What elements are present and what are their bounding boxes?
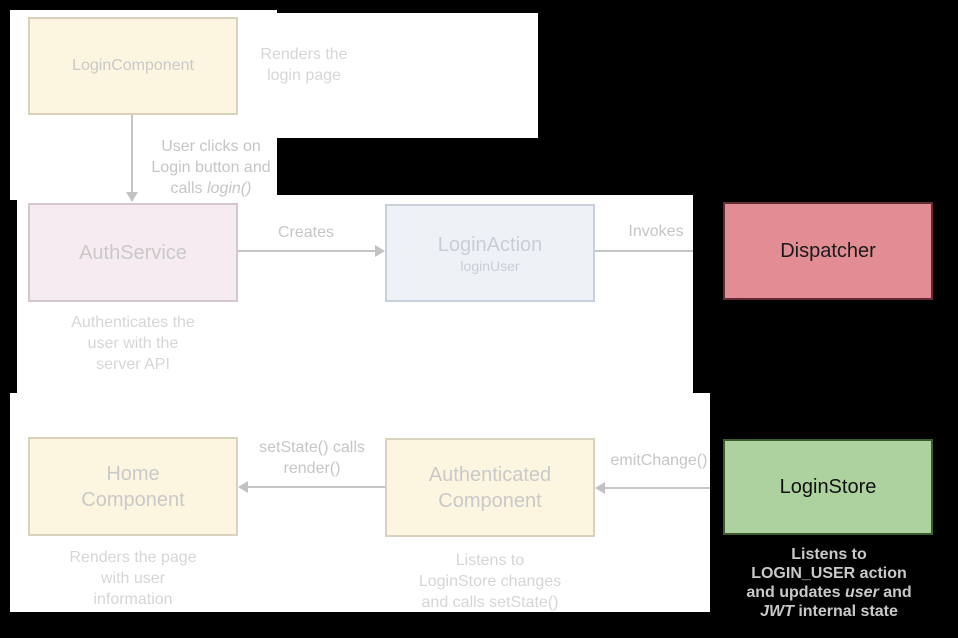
node-auth-service: AuthService xyxy=(28,203,238,302)
node-login-store: LoginStore xyxy=(723,439,933,535)
caption-listens-changes: Listens to LoginStore changes and calls … xyxy=(418,552,562,611)
edge-label-setstate: setState() calls render() xyxy=(259,439,365,477)
node-authenticated-component: Authenticated Component xyxy=(385,438,595,537)
arrow-store-to-authenticated-line xyxy=(604,487,710,489)
panel-top-middle xyxy=(277,13,538,138)
arrow-authenticated-to-home-head xyxy=(238,481,248,493)
caption-renders-login-page: Renders the login page xyxy=(260,46,348,84)
node-dispatcher: Dispatcher xyxy=(723,202,933,300)
edge-label-creates: Creates xyxy=(277,224,335,241)
arrow-auth-to-action-line xyxy=(238,250,376,252)
node-login-component-label: LoginComponent xyxy=(72,57,194,74)
node-login-action-sublabel: loginUser xyxy=(460,258,520,274)
node-auth-service-label: AuthService xyxy=(79,241,187,264)
arrow-auth-to-action-head xyxy=(375,245,385,257)
node-authenticated-component-label: Authenticated Component xyxy=(428,463,552,512)
node-dispatcher-label: Dispatcher xyxy=(780,240,876,262)
edge-label-user-clicks: User clicks on Login button and calls lo… xyxy=(151,138,271,197)
arrow-login-to-auth-line xyxy=(131,115,133,193)
edge-label-emitchange: emitChange() xyxy=(610,452,708,469)
arrow-store-to-authenticated-head xyxy=(595,482,605,494)
node-home-component-label: Home Component xyxy=(81,462,185,511)
edge-label-invokes: Invokes xyxy=(628,223,684,240)
node-login-action-label: LoginAction xyxy=(437,234,543,256)
arrow-login-to-auth-head xyxy=(126,192,138,202)
caption-authenticates: Authenticates the user with the server A… xyxy=(71,314,195,373)
node-login-component: LoginComponent xyxy=(28,17,238,115)
node-login-store-label: LoginStore xyxy=(779,476,877,498)
arrow-action-to-dispatcher-line xyxy=(595,250,693,252)
node-home-component: Home Component xyxy=(28,437,238,536)
node-login-action: LoginAction loginUser xyxy=(385,204,595,302)
arrow-authenticated-to-home-line xyxy=(247,486,385,488)
caption-renders-page: Renders the page with user information xyxy=(69,549,197,608)
caption-login-store-note: Listens to LOGIN_USER action and updates… xyxy=(746,546,912,620)
